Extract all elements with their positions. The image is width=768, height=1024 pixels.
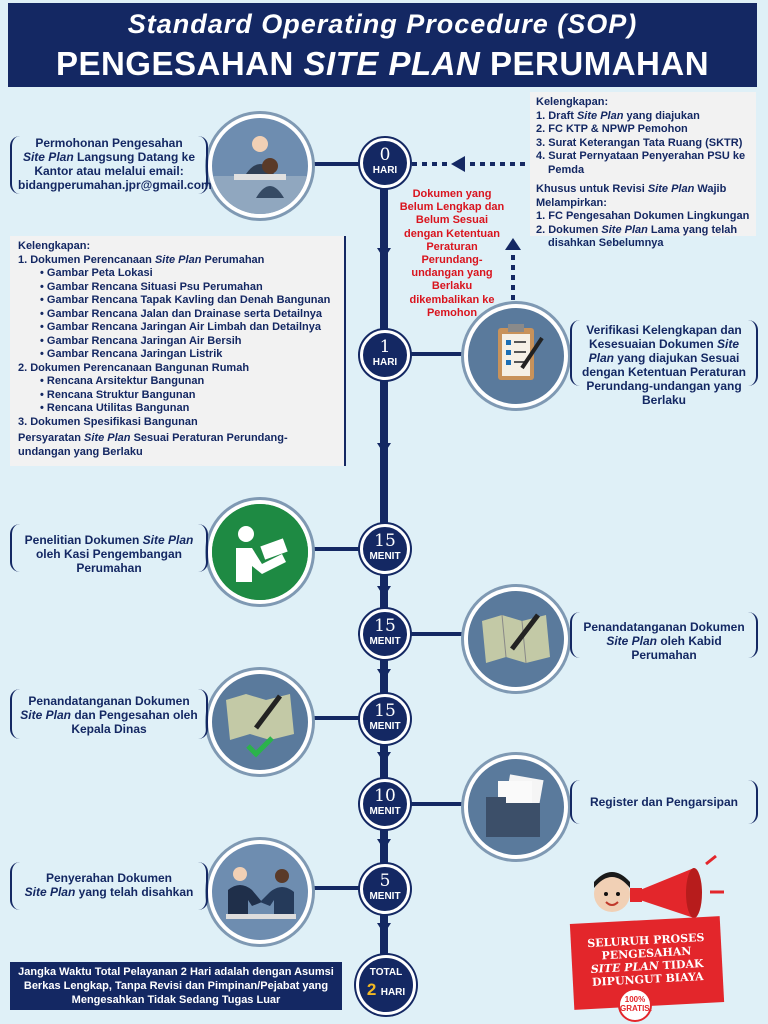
down-arrow-icon — [377, 923, 391, 934]
requirements-panel-left: Kelengkapan: 1. Dokumen Perencanaan Site… — [10, 236, 346, 466]
list-item: • Gambar Rencana Tapak Kavling dan Denah… — [40, 294, 331, 306]
header-title-line1: Standard Operating Procedure (SOP) — [127, 9, 638, 39]
megaphone-mascot-icon — [594, 854, 724, 930]
list-item: • Gambar Rencana Jaringan Air Limbah dan… — [40, 321, 321, 333]
list-item: • Rencana Arsitektur Bangunan — [40, 375, 205, 387]
list-item: • Gambar Peta Lokasi — [40, 267, 153, 279]
down-arrow-icon — [377, 669, 391, 680]
stamp-gratis-icon: 100% GRATIS! — [618, 988, 652, 1022]
connector-line — [310, 162, 365, 166]
incomplete-document-note: Dokumen yang Belum Lengkap dan Belum Ses… — [399, 188, 505, 319]
down-arrow-icon — [377, 752, 391, 763]
list-item: • Gambar Rencana Jalan dan Drainase sert… — [40, 307, 323, 320]
down-arrow-icon — [377, 443, 391, 454]
list-item: • Gambar Rencana Situasi Psu Perumahan — [40, 280, 263, 293]
meeting-icon — [208, 114, 312, 218]
list-item: • Gambar Rencana Jaringan Listrik — [40, 348, 223, 360]
header-title-line2: PENGESAHAN SITE PLAN PERUMAHAN — [55, 45, 710, 82]
step-2-description: Penelitian Dokumen Site Plan oleh Kasi P… — [10, 524, 208, 575]
connector-line — [403, 632, 465, 636]
handshake-icon — [208, 840, 312, 944]
reading-person-icon — [208, 500, 312, 604]
connector-line — [310, 716, 365, 720]
total-node: TOTAL 2 HARI — [356, 955, 416, 1015]
requirements-panel-right: Kelengkapan: 1. Draft Site Plan yang dia… — [530, 92, 756, 249]
connector-line — [403, 802, 465, 806]
map-signing-icon — [464, 587, 568, 691]
list-item: • Gambar Rencana Jaringan Air Bersih — [40, 334, 242, 347]
step-1-description: Verifikasi Kelengkapan dan Kesesuaian Do… — [570, 320, 758, 407]
step-5-description: Register dan Pengarsipan — [570, 780, 758, 824]
connector-line — [310, 886, 365, 890]
return-path-dotted — [405, 156, 525, 300]
list-item: • Rencana Struktur Bangunan — [40, 388, 196, 401]
down-arrow-icon — [377, 839, 391, 850]
folder-archive-icon — [464, 755, 568, 859]
down-arrow-icon — [377, 248, 391, 259]
connector-line — [310, 547, 365, 551]
connector-line — [403, 352, 465, 356]
clipboard-checklist-icon — [464, 304, 568, 408]
total-duration-note: Jangka Waktu Total Pelayanan 2 Hari adal… — [10, 962, 342, 1010]
list-item: • Rencana Utilitas Bangunan — [40, 402, 190, 414]
down-arrow-icon — [377, 586, 391, 597]
header-banner: Standard Operating Procedure (SOP) PENGE… — [8, 3, 757, 87]
map-approve-icon — [208, 670, 312, 774]
